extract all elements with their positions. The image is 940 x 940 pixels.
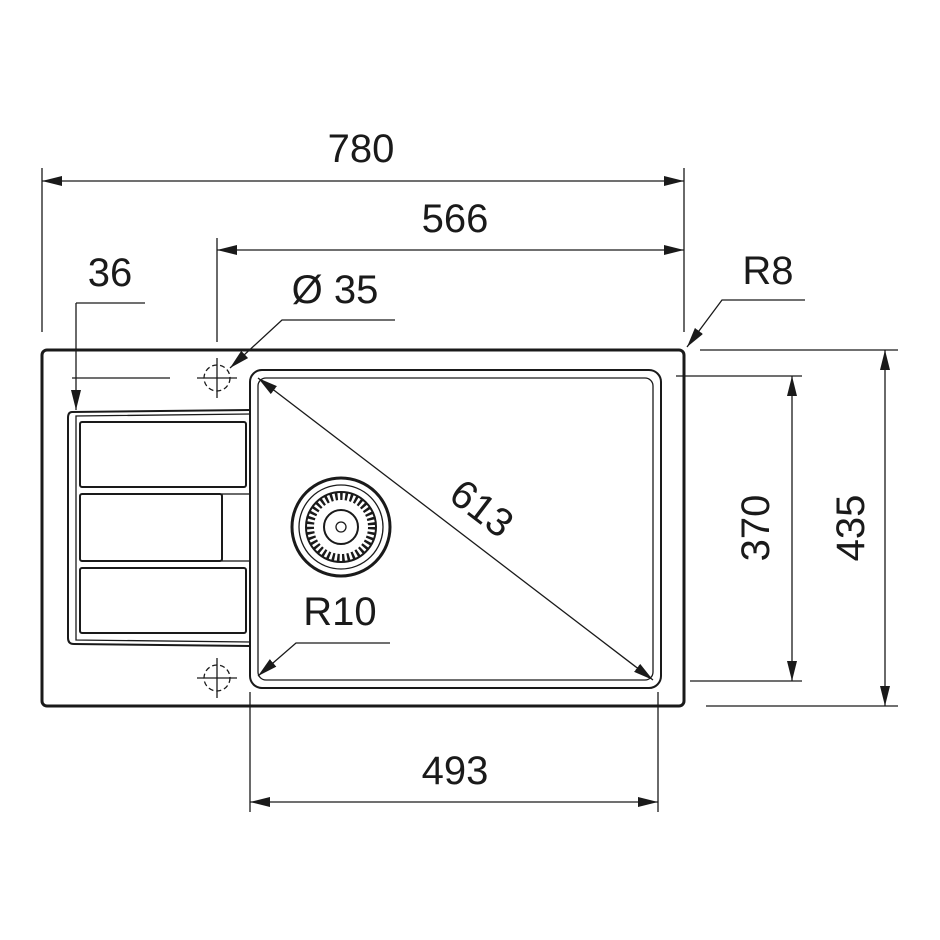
- dim-outer-radius: R8: [742, 249, 793, 293]
- drain-icon: [290, 476, 392, 578]
- dim-bowl-to-edge: 566: [422, 197, 489, 241]
- sink-outline: [40, 348, 686, 708]
- tap-hole-top: [197, 358, 237, 398]
- tap-hole-bottom: [197, 658, 237, 698]
- dim-overall-width: 780: [328, 127, 395, 171]
- dim-overall-depth: 435: [829, 495, 873, 562]
- dim-drainer-offset: 36: [88, 251, 133, 295]
- dim-bowl-radius: R10: [303, 590, 376, 634]
- dim-bowl-diagonal: 613: [442, 471, 522, 546]
- dim-bowl-depth: 370: [734, 495, 778, 562]
- dim-bowl-width: 493: [422, 749, 489, 793]
- drainer: [67, 409, 251, 647]
- dim-tap-hole-diameter: Ø 35: [292, 268, 379, 312]
